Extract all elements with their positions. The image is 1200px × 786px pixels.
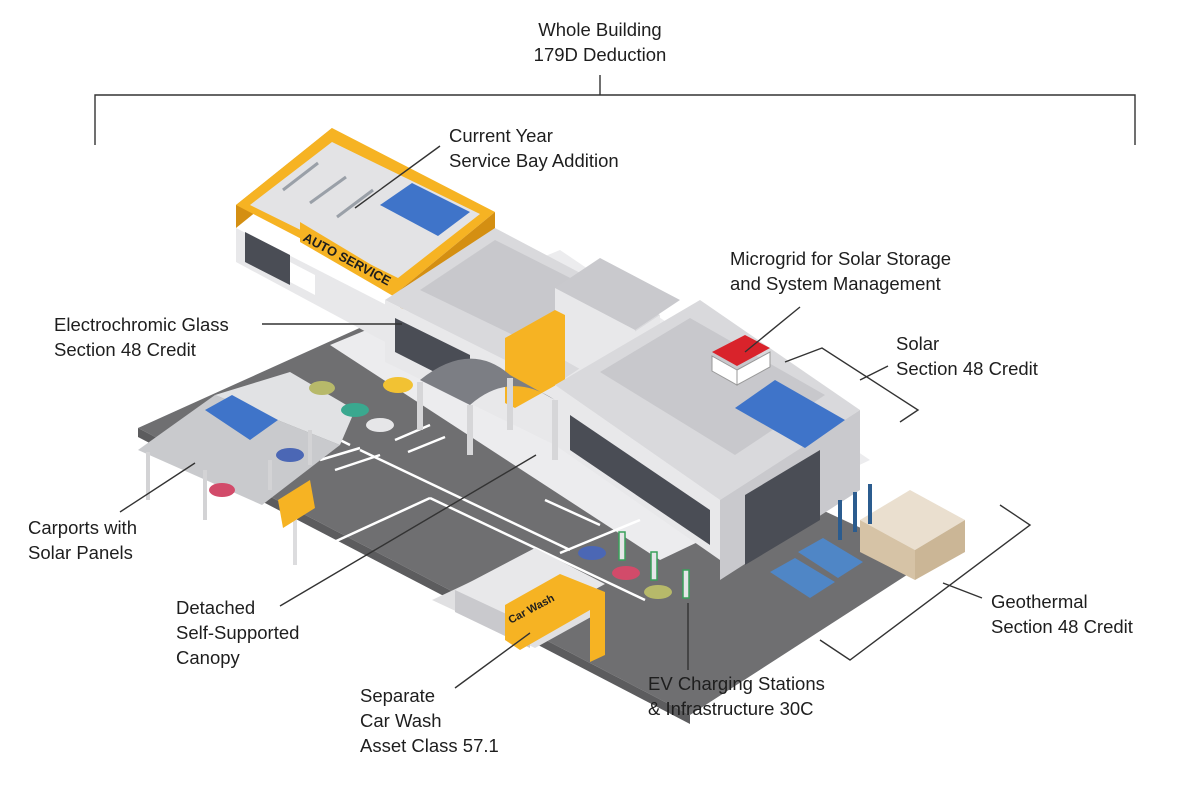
- label-line: Geothermal: [991, 591, 1088, 612]
- label-line: Section 48 Credit: [896, 358, 1038, 379]
- label-line: Carports with: [28, 517, 137, 538]
- label-line: & Infrastructure 30C: [648, 698, 814, 719]
- label-line: Section 48 Credit: [991, 616, 1133, 637]
- label-solar: Solar Section 48 Credit: [896, 331, 1038, 381]
- label-line: Section 48 Credit: [54, 339, 196, 360]
- label-line: Solar: [896, 333, 940, 354]
- service-bay-building: [236, 128, 495, 350]
- label-line: Service Bay Addition: [449, 150, 619, 171]
- canopy-leader: [279, 454, 537, 607]
- label-line: Solar Panels: [28, 542, 133, 563]
- label-carports: Carports with Solar Panels: [28, 515, 137, 565]
- parking-lines: [294, 418, 646, 602]
- callout-lines: [94, 75, 1136, 689]
- label-line: Whole Building: [538, 19, 662, 40]
- parked-cars: [209, 377, 672, 599]
- label-electrochromic: Electrochromic Glass Section 48 Credit: [54, 312, 229, 362]
- label-line: Asset Class 57.1: [360, 735, 499, 756]
- whole-building-bracket: [94, 75, 1136, 145]
- car-wash-leader: [454, 632, 531, 689]
- parking-lot-edge: [138, 428, 690, 724]
- ev-chargers: [618, 531, 690, 599]
- microgrid-leader: [744, 306, 801, 353]
- tall-tower: [555, 258, 680, 330]
- label-line: Electrochromic Glass: [54, 314, 229, 335]
- car-wash-building: [432, 548, 605, 662]
- label-line: and System Management: [730, 273, 941, 294]
- detached-canopy-structure: [417, 358, 558, 460]
- label-line: Car Wash: [360, 710, 442, 731]
- label-car-wash: Separate Car Wash Asset Class 57.1: [360, 683, 499, 758]
- main-solar-panels: [735, 380, 845, 448]
- service-bay-leader: [354, 145, 441, 209]
- solar-bracket: [784, 347, 920, 423]
- label-line: Canopy: [176, 647, 240, 668]
- label-line: Separate: [360, 685, 436, 706]
- auto-service-sign-band: [300, 222, 400, 300]
- label-service-bay: Current Year Service Bay Addition: [449, 123, 619, 173]
- carports-leader: [119, 462, 196, 513]
- label-line: Current Year: [449, 125, 553, 146]
- label-whole-building: Whole Building 179D Deduction: [500, 17, 700, 67]
- label-line: Self-Supported: [176, 622, 300, 643]
- carport-solar-panels: [205, 395, 278, 440]
- geothermal-bracket: [819, 504, 1032, 661]
- label-canopy: Detached Self-Supported Canopy: [176, 595, 299, 670]
- label-line: 179D Deduction: [533, 44, 667, 65]
- service-bay-solar-panels: [380, 183, 470, 236]
- geothermal-plant: [770, 484, 965, 598]
- pole-sign: [278, 480, 315, 565]
- label-geothermal: Geothermal Section 48 Credit: [991, 589, 1133, 639]
- label-line: EV Charging Stations: [648, 673, 825, 694]
- label-line: Detached: [176, 597, 256, 618]
- label-microgrid: Microgrid for Solar Storage and System M…: [730, 246, 951, 296]
- label-line: Microgrid for Solar Storage: [730, 248, 952, 269]
- label-ev: EV Charging Stations & Infrastructure 30…: [648, 671, 825, 721]
